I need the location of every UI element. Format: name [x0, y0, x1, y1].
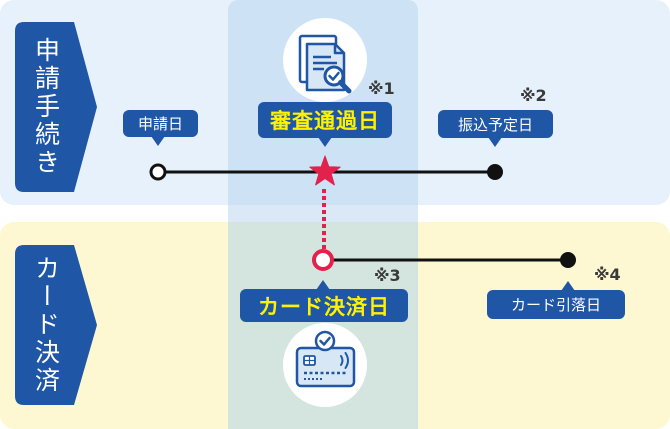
application-date-marker	[149, 163, 167, 181]
transfer-date-marker	[487, 164, 503, 180]
card-section-text: カード決済	[31, 255, 61, 395]
card-debit-pointer	[561, 281, 575, 291]
credit-card-check-icon	[295, 330, 356, 388]
note-2: ※2	[520, 86, 547, 105]
card-payment-pointer	[316, 280, 330, 290]
note-1: ※1	[368, 79, 395, 98]
review-passed-pointer	[318, 137, 332, 147]
card-payment-tag: カード決済日	[240, 280, 408, 322]
card-section-label: カード決済	[15, 245, 77, 405]
card-payment-label: カード決済日	[258, 294, 390, 319]
application-section-label: 申請手続き	[15, 22, 77, 192]
note-4: ※4	[594, 265, 621, 284]
card-debit-marker	[560, 252, 576, 268]
application-date-tag: 申請日	[123, 110, 198, 146]
application-section-text: 申請手続き	[31, 37, 61, 177]
transfer-scheduled-tag: 振込予定日	[438, 110, 553, 147]
star-icon	[309, 155, 341, 186]
note-3: ※3	[374, 266, 401, 285]
review-passed-label: 審査通過日	[270, 109, 380, 133]
document-search-icon	[298, 34, 352, 94]
application-section-arrow	[15, 22, 97, 192]
card-debit-label: カード引落日	[510, 296, 601, 314]
application-date-label: 申請日	[137, 115, 183, 133]
review-passed-tag: 審査通過日	[258, 102, 392, 147]
card-payment-marker	[312, 249, 334, 271]
card-section-arrow	[15, 245, 97, 405]
transfer-scheduled-pointer	[488, 137, 502, 147]
card-debit-tag: カード引落日	[487, 281, 625, 319]
transfer-scheduled-label: 振込予定日	[457, 115, 533, 134]
application-date-pointer	[151, 136, 165, 146]
